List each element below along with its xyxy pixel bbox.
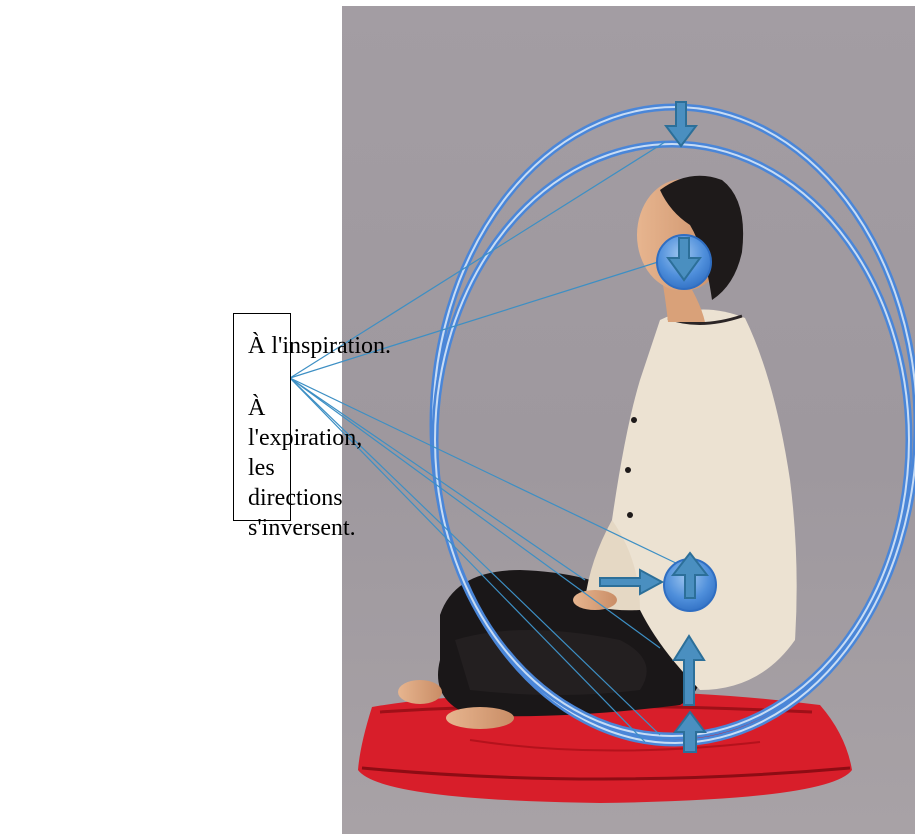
callout-inhale-text: À l'inspiration. [248, 331, 391, 361]
callout-exhale-text: À l'expiration, les directions s'inverse… [248, 393, 298, 543]
seated-figure [398, 176, 797, 729]
head-energy-ball [657, 235, 711, 289]
